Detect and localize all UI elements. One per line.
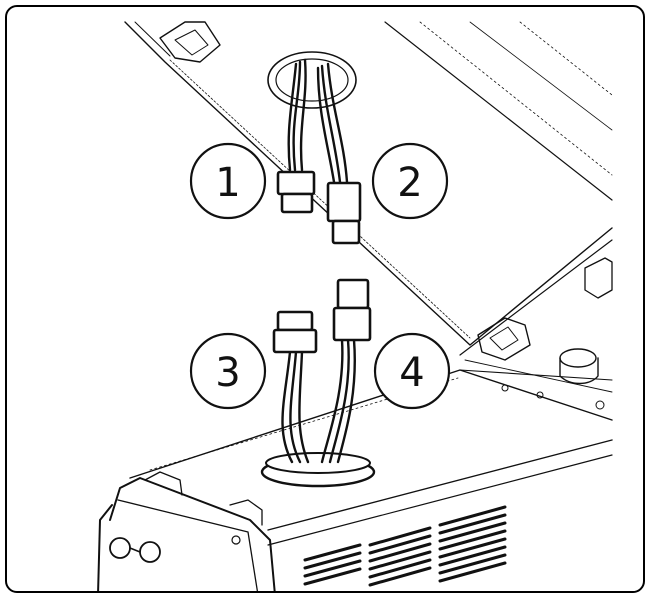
base-grommet (260, 452, 376, 488)
callout-4-label: 4 (399, 350, 424, 396)
connector-4 (332, 278, 372, 342)
upper-wire-bundle-1 (287, 58, 307, 172)
callout-3-label: 3 (215, 350, 240, 396)
connector-3 (272, 310, 318, 354)
lower-wire-bundle-4 (320, 338, 356, 464)
lid-panel (124, 21, 613, 361)
connector-1 (276, 170, 316, 214)
upper-wire-bundle-2 (316, 62, 349, 184)
lid-grommet (267, 51, 357, 109)
callout-4-circle (373, 332, 451, 410)
callout-2-circle (371, 142, 449, 220)
callout-2-label: 2 (397, 160, 422, 206)
side-vents (303, 505, 507, 587)
lower-wire-bundle-3 (281, 350, 310, 464)
callout-1-label: 1 (215, 160, 240, 206)
callout-3-circle (189, 332, 267, 410)
callout-1-circle (189, 142, 267, 220)
machine-base (97, 348, 613, 591)
connector-2 (326, 181, 362, 245)
figure-frame (5, 5, 645, 593)
